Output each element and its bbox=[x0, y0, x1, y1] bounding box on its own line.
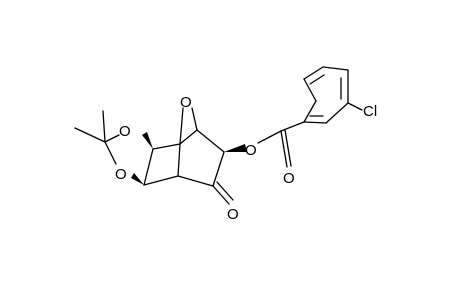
ring-bond-1 bbox=[303, 100, 317, 123]
bond-bridgehead-right-c-ester bbox=[196, 129, 225, 153]
bond-bridgehead-bottom-c-ketone bbox=[177, 175, 214, 187]
carbonyl-oxygen-label: O bbox=[283, 170, 295, 187]
bond-ester-c-double-a bbox=[280, 130, 288, 168]
bond-cme2-o-top bbox=[104, 134, 120, 143]
bond-ester-o-carbonyl-c bbox=[257, 130, 282, 144]
bond-cme2-methyl-b bbox=[102, 110, 106, 143]
bond-bridgehead-top-right bbox=[179, 129, 198, 145]
dioxolane-oxygen-top-label: O bbox=[119, 123, 131, 140]
ring-bond-2 bbox=[303, 78, 317, 102]
wedge-bond-c2-o bbox=[131, 173, 144, 185]
chlorine-label: Cl bbox=[363, 103, 377, 120]
bond-ketone-double-a bbox=[212, 185, 230, 205]
bond-bridgehead-top-o bbox=[179, 107, 184, 145]
ketone-oxygen-label: O bbox=[227, 206, 239, 223]
bond-ester-c-ring bbox=[280, 121, 305, 132]
bond-c1-bridgehead-top bbox=[152, 143, 181, 150]
bond-ring-cl bbox=[347, 102, 363, 111]
ring-inner-bond-a bbox=[309, 74, 325, 85]
ester-oxygen-label: O bbox=[245, 142, 257, 159]
bond-c1-c2 bbox=[143, 148, 154, 186]
bond-cme2-o-bottom bbox=[104, 141, 117, 165]
ring-bond-4 bbox=[322, 66, 349, 71]
bond-c-ester-c-ketone bbox=[212, 151, 225, 187]
bond-bridgehead-top-bottom bbox=[177, 143, 181, 177]
ring-bond-7 bbox=[303, 121, 327, 124]
ring-bond-6 bbox=[325, 102, 349, 124]
bond-ester-c-double-b bbox=[284, 129, 292, 167]
bridge-oxygen-label: O bbox=[180, 94, 192, 111]
dioxolane-oxygen-bottom-label: O bbox=[115, 166, 127, 183]
bond-o-bridgehead-right bbox=[191, 107, 198, 131]
bond-c2-bridgehead-bottom bbox=[143, 175, 179, 186]
bond-cme2-methyl-a bbox=[74, 127, 106, 143]
wedge-bond-c1-o bbox=[142, 132, 153, 149]
bond-ketone-double-b bbox=[216, 181, 234, 201]
wedge-bond-c-ester-o bbox=[224, 144, 247, 152]
ring-bond-3 bbox=[303, 66, 324, 80]
